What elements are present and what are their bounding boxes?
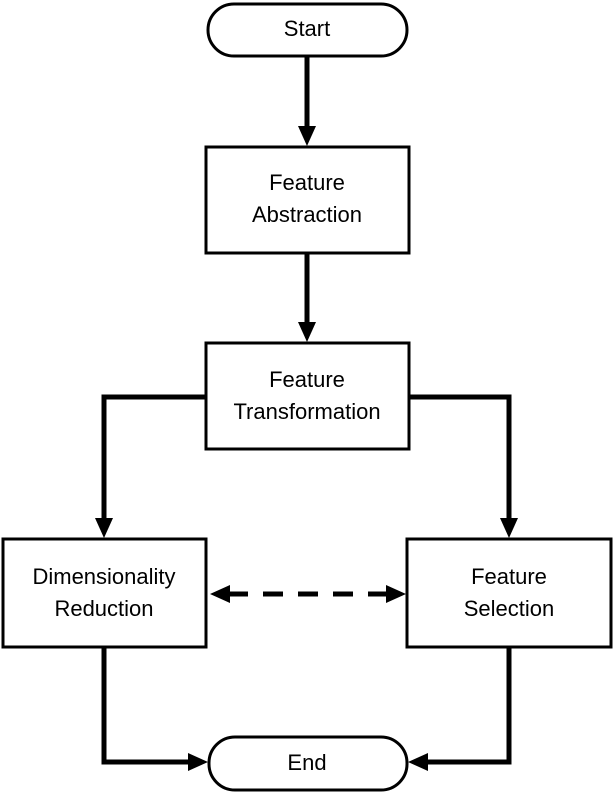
- arrowhead-selection: [500, 518, 518, 538]
- node-end: End: [207, 735, 409, 792]
- arrowhead-dashed-left: [210, 585, 230, 603]
- edge-selection-to-end: [426, 648, 512, 765]
- node-feature-transformation: Feature Transformation: [204, 341, 411, 451]
- node-end-label: End: [287, 750, 326, 775]
- arrowhead-transformation: [298, 322, 316, 342]
- node-feature-selection-label-line1: Feature: [471, 564, 547, 589]
- arrowhead-abstraction: [298, 126, 316, 146]
- arrowhead-end-left: [188, 753, 208, 771]
- edge-transformation-to-selection: [409, 394, 512, 520]
- edge-transformation-to-dimensionality: [101, 394, 206, 520]
- node-feature-abstraction-label-line1: Feature: [269, 170, 345, 195]
- node-feature-abstraction-label-line2: Abstraction: [252, 202, 362, 227]
- node-feature-abstraction: Feature Abstraction: [204, 145, 411, 255]
- node-start: Start: [206, 2, 409, 58]
- arrowhead-end-right: [408, 753, 428, 771]
- node-feature-transformation-label-line1: Feature: [269, 367, 345, 392]
- edge-dimensionality-to-end: [101, 648, 190, 765]
- arrowhead-dimensionality: [95, 518, 113, 538]
- node-dimensionality-reduction: Dimensionality Reduction: [1, 537, 208, 649]
- node-feature-selection-label-line2: Selection: [464, 596, 555, 621]
- node-dimensionality-reduction-label-line2: Reduction: [54, 596, 153, 621]
- flowchart-edges: [95, 57, 518, 771]
- node-feature-transformation-label-line2: Transformation: [233, 399, 380, 424]
- node-feature-selection: Feature Selection: [405, 537, 613, 649]
- arrowhead-dashed-right: [386, 585, 406, 603]
- node-dimensionality-reduction-label-line1: Dimensionality: [32, 564, 175, 589]
- node-start-label: Start: [284, 16, 330, 41]
